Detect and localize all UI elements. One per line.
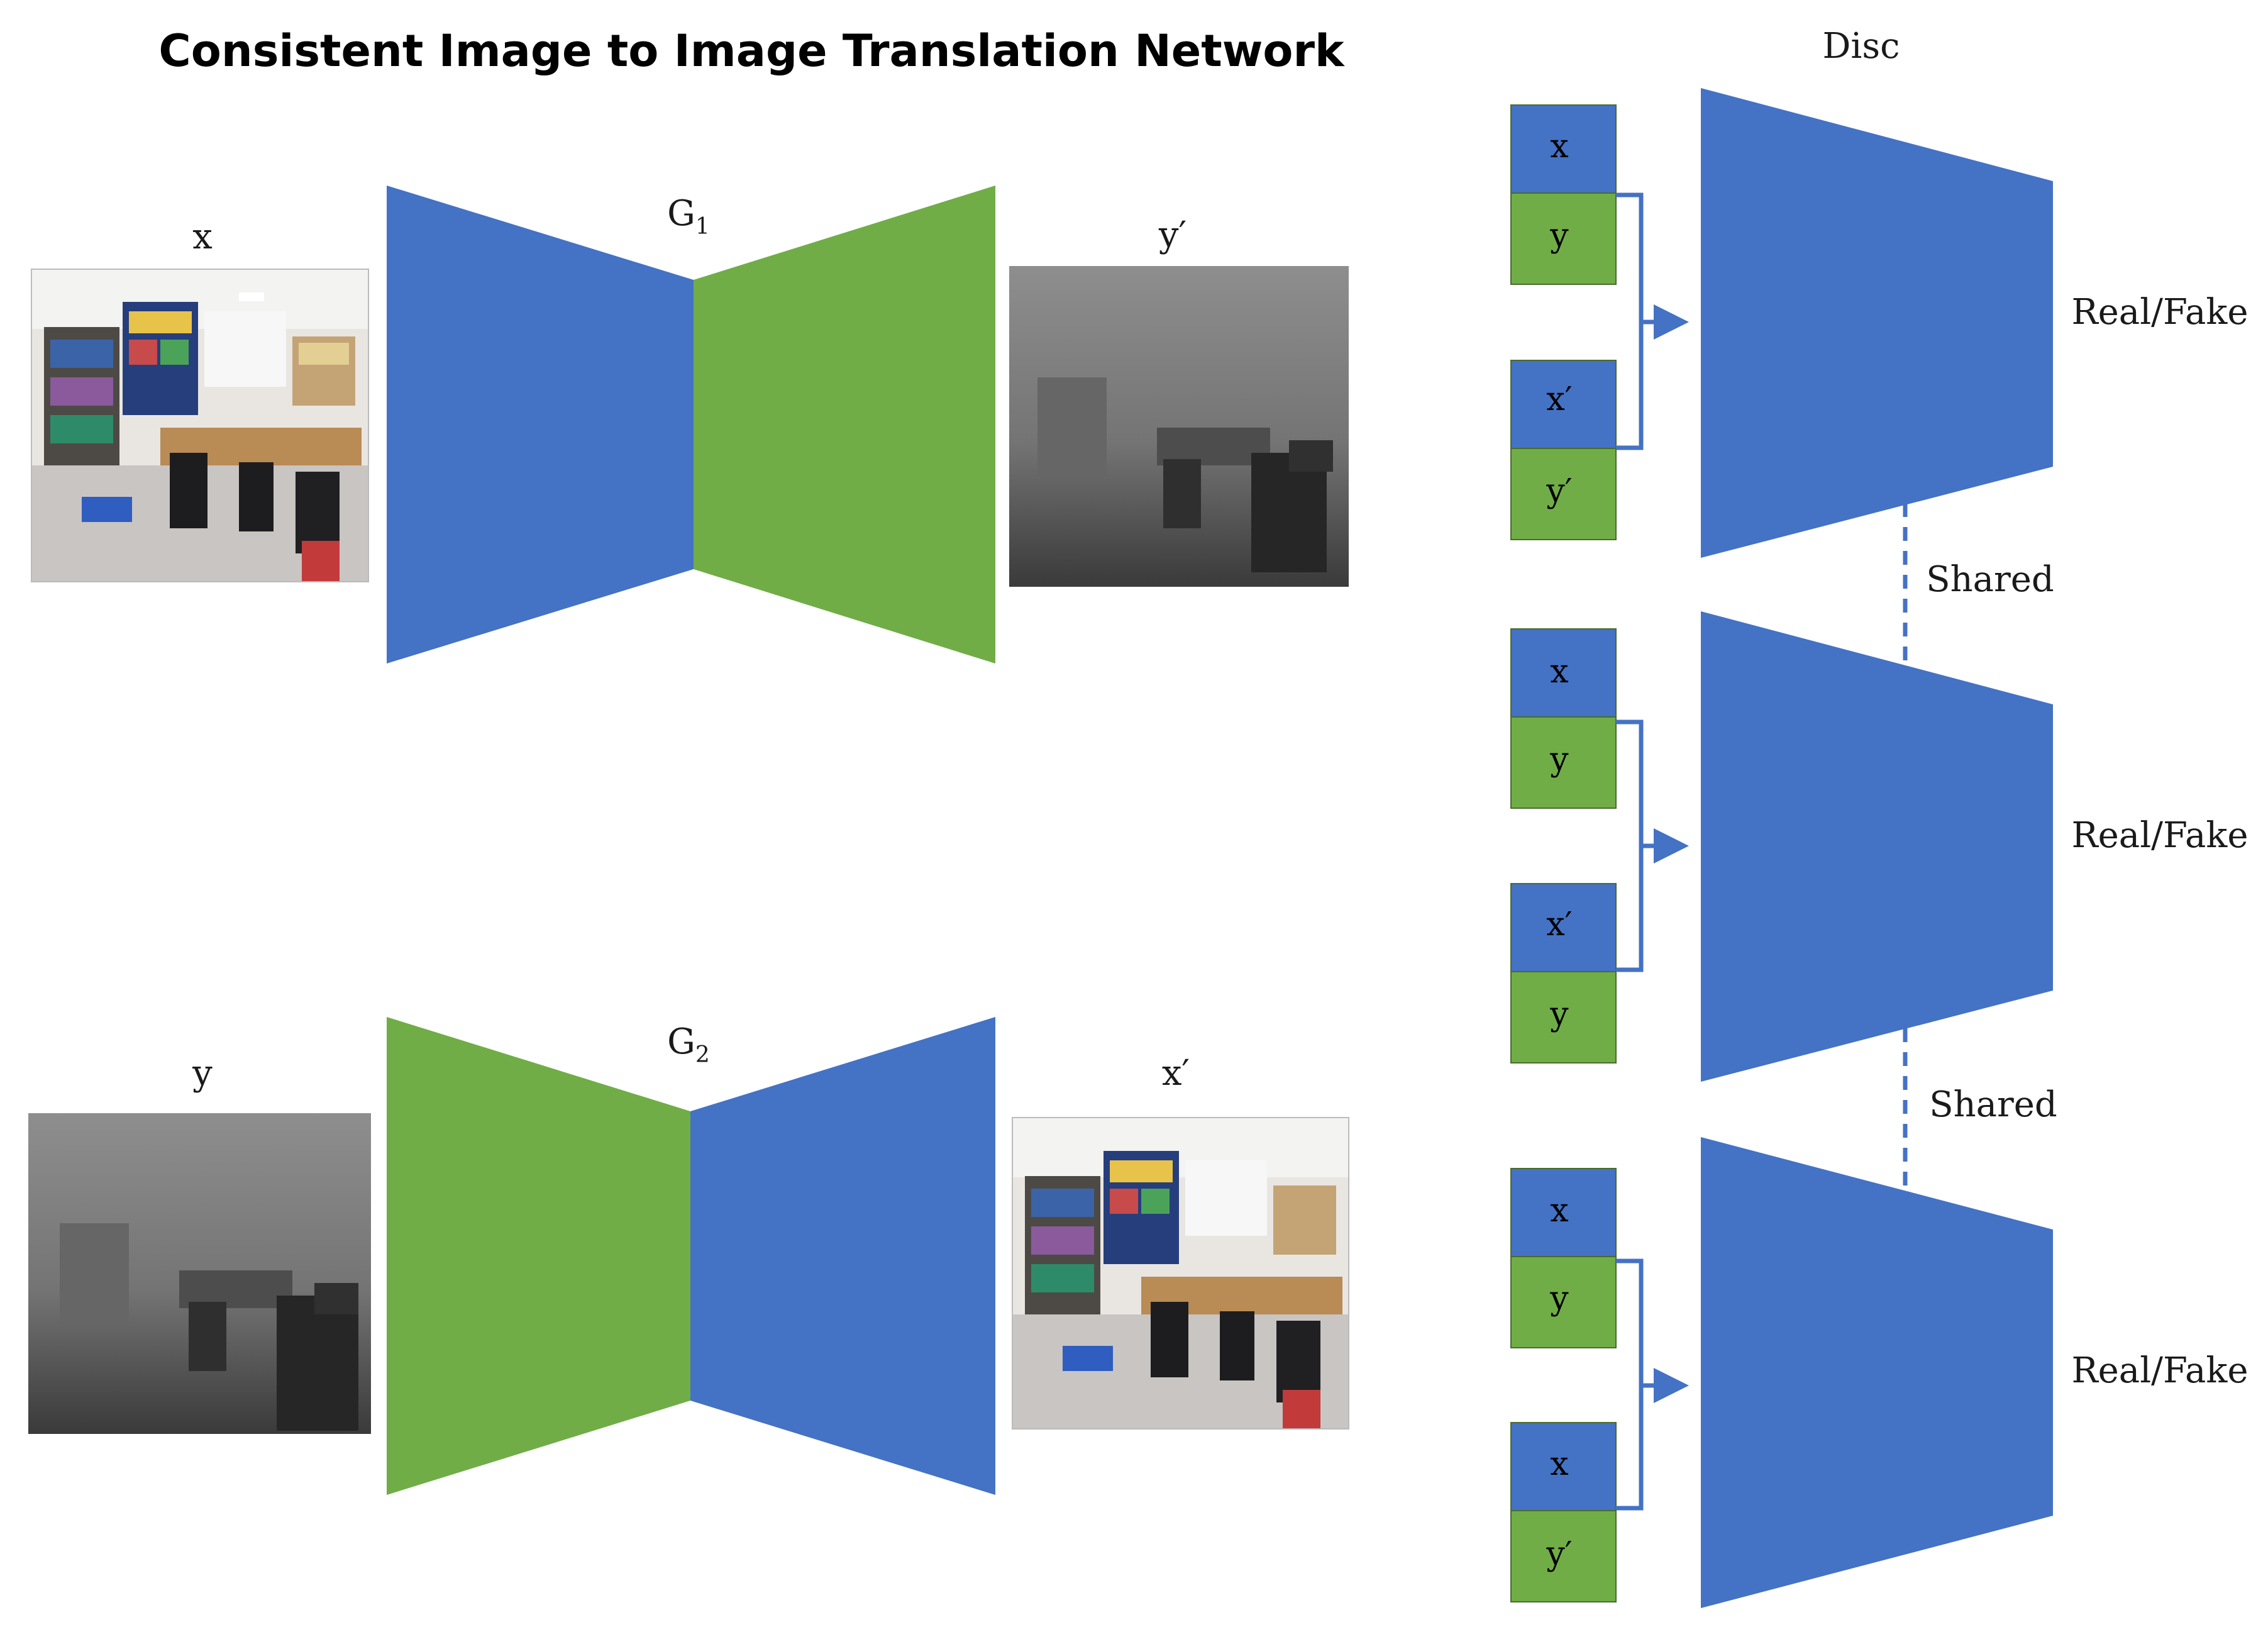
disc-row-2-pair-2-bottom-label: y — [1549, 996, 1569, 1033]
disc-row-3: x y x y′ Real/Fake — [1510, 1137, 2249, 1608]
disc-row-3-pair-2: x y′ — [1510, 1422, 1617, 1602]
discriminator: Disc x y x′ y′ Real/Fake Shared — [1510, 26, 2249, 1608]
disc-row-1-pair-2-top-box — [1510, 360, 1617, 449]
disc-row-1: x y x′ y′ Real/Fake — [1510, 88, 2249, 558]
generator-1: x G1 y′ — [31, 186, 1349, 664]
disc-row-3-pair-2-top-label: x — [1550, 1445, 1568, 1483]
disc-row-1-output-label: Real/Fake — [2072, 292, 2249, 333]
disc-row-1-pair-1-top-box — [1510, 104, 1617, 194]
disc-row-1-pair-1: x y — [1510, 104, 1617, 285]
g2-output-label: x′ — [1162, 1053, 1190, 1094]
disc-row-3-pair-2-bottom-label: y′ — [1546, 1535, 1572, 1573]
disc-row-3-pair-1-top-box — [1510, 1168, 1617, 1257]
generator-2: y G2 x′ — [28, 1017, 1349, 1495]
g2-input-depth-image — [28, 1113, 371, 1434]
disc-row-1-trapezoid — [1701, 88, 2053, 558]
disc-row-1-pair-2-top-label: x′ — [1546, 380, 1572, 418]
disc-row-3-output-label: Real/Fake — [2072, 1350, 2249, 1391]
disc-row-2-pair-1-top-box — [1510, 628, 1617, 718]
disc-row-2-pair-1-top-label: x — [1550, 653, 1568, 691]
g1-decoder-trapezoid — [694, 186, 995, 664]
g2-decoder-trapezoid — [690, 1017, 995, 1495]
g2-encoder-trapezoid — [387, 1017, 690, 1495]
g2-input-label: y — [192, 1053, 213, 1094]
disc-row-2: x y x′ y Real/Fake — [1510, 611, 2249, 1082]
disc-row-3-bracket — [1616, 1258, 1644, 1511]
disc-row-2-pair-1-bottom-label: y — [1549, 741, 1569, 779]
disc-row-1-pair-2: x′ y′ — [1510, 360, 1617, 540]
disc-row-2-pair-2-bottom-box — [1510, 971, 1617, 1063]
shared-label-2: Shared — [1929, 1084, 2057, 1125]
disc-row-1-pair-2-bottom-box — [1510, 448, 1617, 540]
g1-encoder-trapezoid — [387, 186, 694, 664]
disc-row-3-trapezoid — [1701, 1137, 2053, 1608]
g2-output-rgb-image — [1012, 1117, 1349, 1430]
shared-label-1: Shared — [1926, 559, 2054, 600]
disc-row-3-pair-1-top-label: x — [1550, 1192, 1568, 1230]
disc-row-2-pair-2-top-label: x′ — [1546, 906, 1572, 943]
disc-row-3-pair-1-bottom-label: y — [1549, 1280, 1569, 1318]
disc-row-3-pair-1: x y — [1510, 1168, 1617, 1348]
g1-output-depth-image — [1009, 266, 1349, 587]
disc-title: Disc — [1823, 26, 1900, 67]
g1-name: G1 — [667, 193, 710, 240]
disc-row-2-pair-2-top-box — [1510, 883, 1617, 972]
disc-row-2-pair-2: x′ y — [1510, 883, 1617, 1063]
disc-row-1-pair-1-bottom-label: y — [1549, 217, 1569, 255]
disc-row-1-bracket — [1616, 192, 1644, 450]
disc-row-2-pair-1-bottom-box — [1510, 716, 1617, 809]
disc-row-2-trapezoid — [1701, 611, 2053, 1082]
disc-row-2-bracket — [1616, 719, 1644, 972]
g1-output-label: y′ — [1158, 214, 1187, 255]
g2-name: G2 — [667, 1021, 710, 1068]
disc-row-3-pair-2-bottom-box — [1510, 1510, 1617, 1602]
g1-input-label: x — [192, 216, 213, 257]
disc-row-1-pair-2-bottom-label: y′ — [1546, 472, 1572, 510]
g1-input-rgb-image — [31, 269, 369, 582]
disc-row-2-output-label: Real/Fake — [2072, 815, 2249, 856]
disc-row-3-pair-2-top-box — [1510, 1422, 1617, 1511]
disc-row-2-pair-1: x y — [1510, 628, 1617, 809]
disc-row-3-pair-1-bottom-box — [1510, 1256, 1617, 1348]
page-title: Consistent Image to Image Translation Ne… — [158, 25, 1345, 77]
disc-row-1-pair-1-top-label: x — [1550, 128, 1568, 165]
disc-row-1-pair-1-bottom-box — [1510, 192, 1617, 285]
